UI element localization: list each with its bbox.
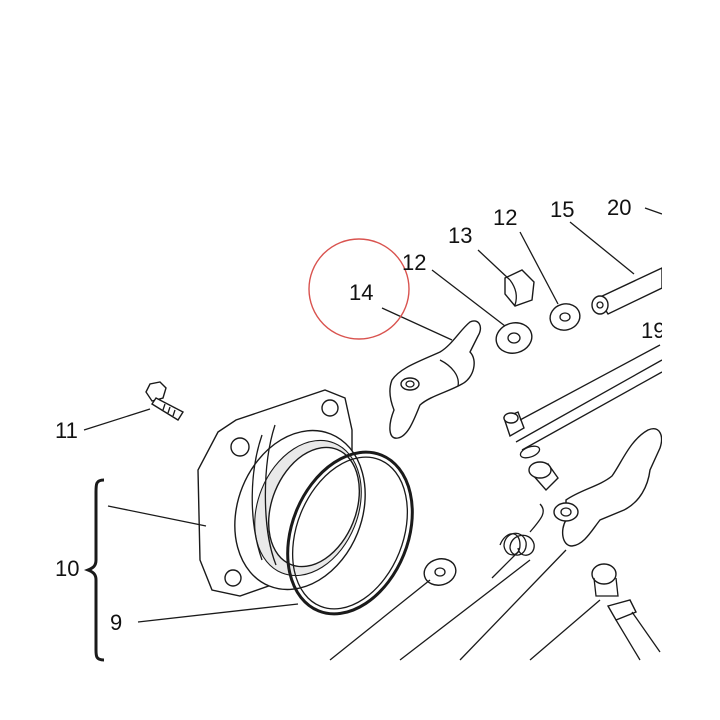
clip-ring: [519, 445, 541, 459]
right-margin: [662, 0, 720, 720]
bolt: [145, 381, 184, 421]
callout-20: 20: [607, 195, 631, 220]
bolt-hole: [321, 399, 339, 417]
callout-15: 15: [550, 197, 574, 222]
washer-a: [495, 322, 533, 354]
washer-b: [549, 303, 581, 331]
torsion-spring: [491, 503, 544, 579]
callout-14: 14: [349, 280, 373, 305]
callout-13: 13: [448, 223, 472, 248]
callout-9: 9: [110, 610, 122, 635]
second-lever: [553, 428, 663, 547]
bolt-hole: [230, 437, 250, 457]
callout-10: 10: [55, 556, 79, 581]
spacer-sleeve: [528, 461, 559, 492]
rod: [515, 359, 663, 451]
lever-arm: [389, 320, 482, 439]
small-bushing: [503, 411, 525, 438]
callout-11: 11: [55, 418, 78, 443]
cover-housing: [197, 389, 366, 597]
highlight-circle: [308, 238, 410, 340]
callout-12-left: 12: [402, 250, 426, 275]
bushing: [504, 269, 535, 307]
callout-19: 19: [641, 318, 665, 343]
leader-lines: [83, 207, 663, 661]
bolt-hole: [224, 569, 242, 587]
pipe-fitting: [591, 563, 661, 661]
lower-washer: [423, 558, 457, 586]
callout-12-right: 12: [493, 205, 517, 230]
bracket-10: [83, 478, 105, 662]
o-ring: [286, 450, 414, 616]
shaft: [591, 266, 663, 315]
